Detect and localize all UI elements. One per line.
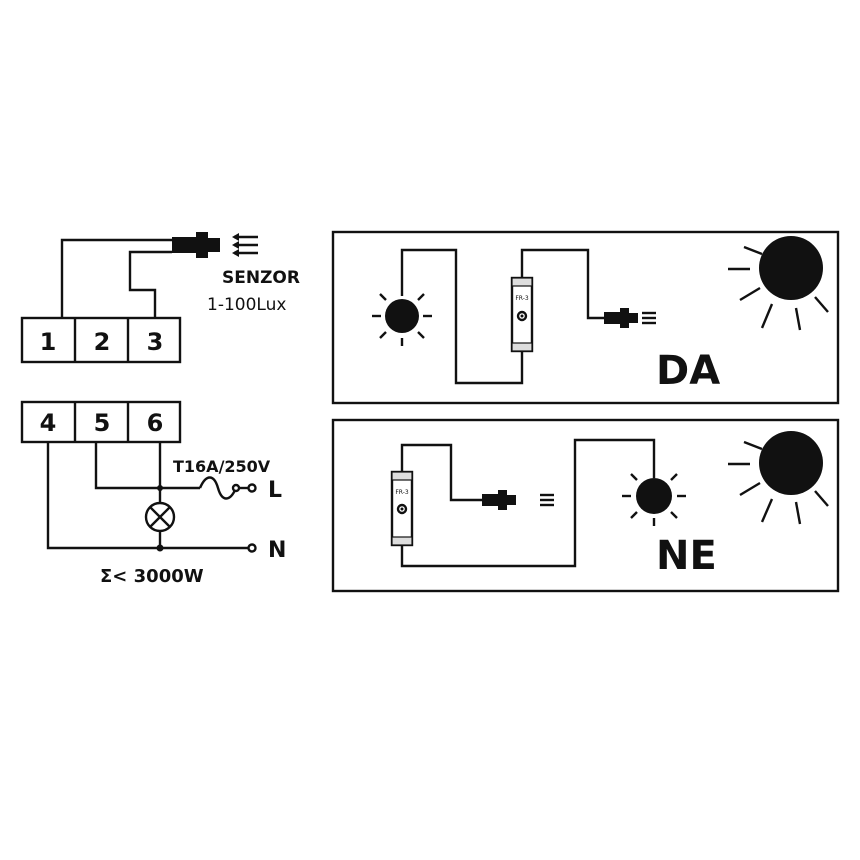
sensor-title: SENZOR [222, 268, 300, 288]
fuse-label: T16A/250V [173, 457, 271, 476]
terminal-block-bottom: 4 5 6 [20, 400, 182, 444]
terminal-4-label: 4 [40, 409, 57, 437]
terminal-block-top: 1 2 3 [20, 316, 182, 364]
terminal-3-label: 3 [147, 328, 164, 356]
line-label: L [268, 478, 282, 503]
fuse-icon [198, 476, 257, 500]
wire-terminal-4-neutral [46, 442, 248, 550]
neutral-terminal-icon [247, 543, 257, 553]
terminal-5-label: 5 [94, 409, 111, 437]
panel-no-label: NE [656, 533, 717, 579]
panel-yes-label: DA [656, 348, 720, 394]
sensor-probe-icon [482, 490, 554, 510]
light-arrows-icon [232, 233, 258, 257]
sun-icon [728, 431, 829, 525]
bulb-icon [622, 473, 686, 526]
terminal-1-label: 1 [40, 328, 57, 356]
relay-label-no: FR-3 [395, 489, 409, 496]
sensor-wire-3 [128, 250, 172, 318]
wire-terminal-5-line [94, 442, 200, 490]
relay-label-yes: FR-3 [515, 295, 529, 302]
bulb-icon [372, 293, 432, 346]
terminal-2-label: 2 [94, 328, 111, 356]
sensor-probe-icon [172, 232, 220, 258]
sensor-probe-icon [604, 308, 656, 328]
panel-no: FR-3 [331, 418, 840, 593]
din-relay-icon: FR-3 [390, 470, 414, 547]
din-relay-icon: FR-3 [510, 276, 534, 353]
sensor-range: 1-100Lux [207, 295, 286, 315]
panel-yes: FR-3 DA [331, 230, 840, 405]
sensor-wire-1 [60, 238, 172, 318]
neutral-label: N [268, 538, 286, 563]
sun-icon [728, 236, 829, 331]
power-label: Σ< 3000W [100, 566, 204, 587]
lamp-icon [144, 501, 176, 533]
terminal-6-label: 6 [147, 409, 164, 437]
